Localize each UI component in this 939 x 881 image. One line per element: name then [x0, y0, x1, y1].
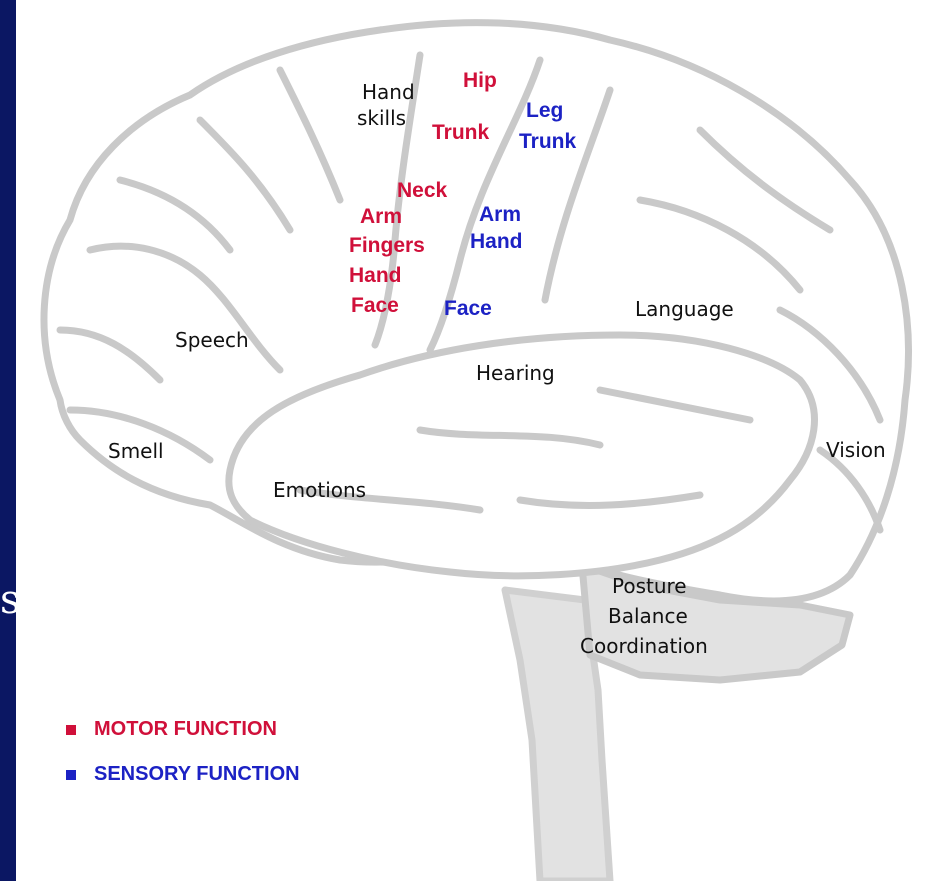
- label-coordination: Coordination: [580, 636, 708, 656]
- sensory-label-leg: Leg: [526, 100, 563, 121]
- label-language: Language: [635, 299, 734, 319]
- motor-label-hip: Hip: [463, 70, 497, 91]
- legend-motor-text: MOTOR FUNCTION: [94, 718, 277, 741]
- label-posture: Posture: [612, 576, 687, 596]
- sensory-label-arm: Arm: [479, 204, 521, 225]
- motor-label-arm: Arm: [360, 206, 402, 227]
- motor-label-neck: Neck: [397, 180, 447, 201]
- motor-label-trunk: Trunk: [432, 122, 489, 143]
- label-balance: Balance: [608, 606, 688, 626]
- legend-sensory: SENSORY FUNCTION: [66, 763, 300, 786]
- legend-sensory-text: SENSORY FUNCTION: [94, 763, 300, 786]
- label-emotions: Emotions: [273, 480, 366, 500]
- label-speech: Speech: [175, 330, 249, 350]
- label-hand-skills-1: Hand: [362, 82, 415, 102]
- edge-glyph: s: [0, 580, 21, 620]
- label-hearing: Hearing: [476, 363, 555, 383]
- label-vision: Vision: [826, 440, 886, 460]
- legend-motor-swatch: [66, 725, 76, 735]
- legend-sensory-swatch: [66, 770, 76, 780]
- legend-motor: MOTOR FUNCTION: [66, 718, 277, 741]
- sensory-label-face: Face: [444, 298, 492, 319]
- label-smell: Smell: [108, 441, 164, 461]
- label-hand-skills-2: skills: [357, 108, 406, 128]
- motor-label-hand: Hand: [349, 265, 402, 286]
- motor-label-face: Face: [351, 295, 399, 316]
- sensory-label-trunk: Trunk: [519, 131, 576, 152]
- motor-label-fingers: Fingers: [349, 235, 425, 256]
- sensory-label-hand: Hand: [470, 231, 523, 252]
